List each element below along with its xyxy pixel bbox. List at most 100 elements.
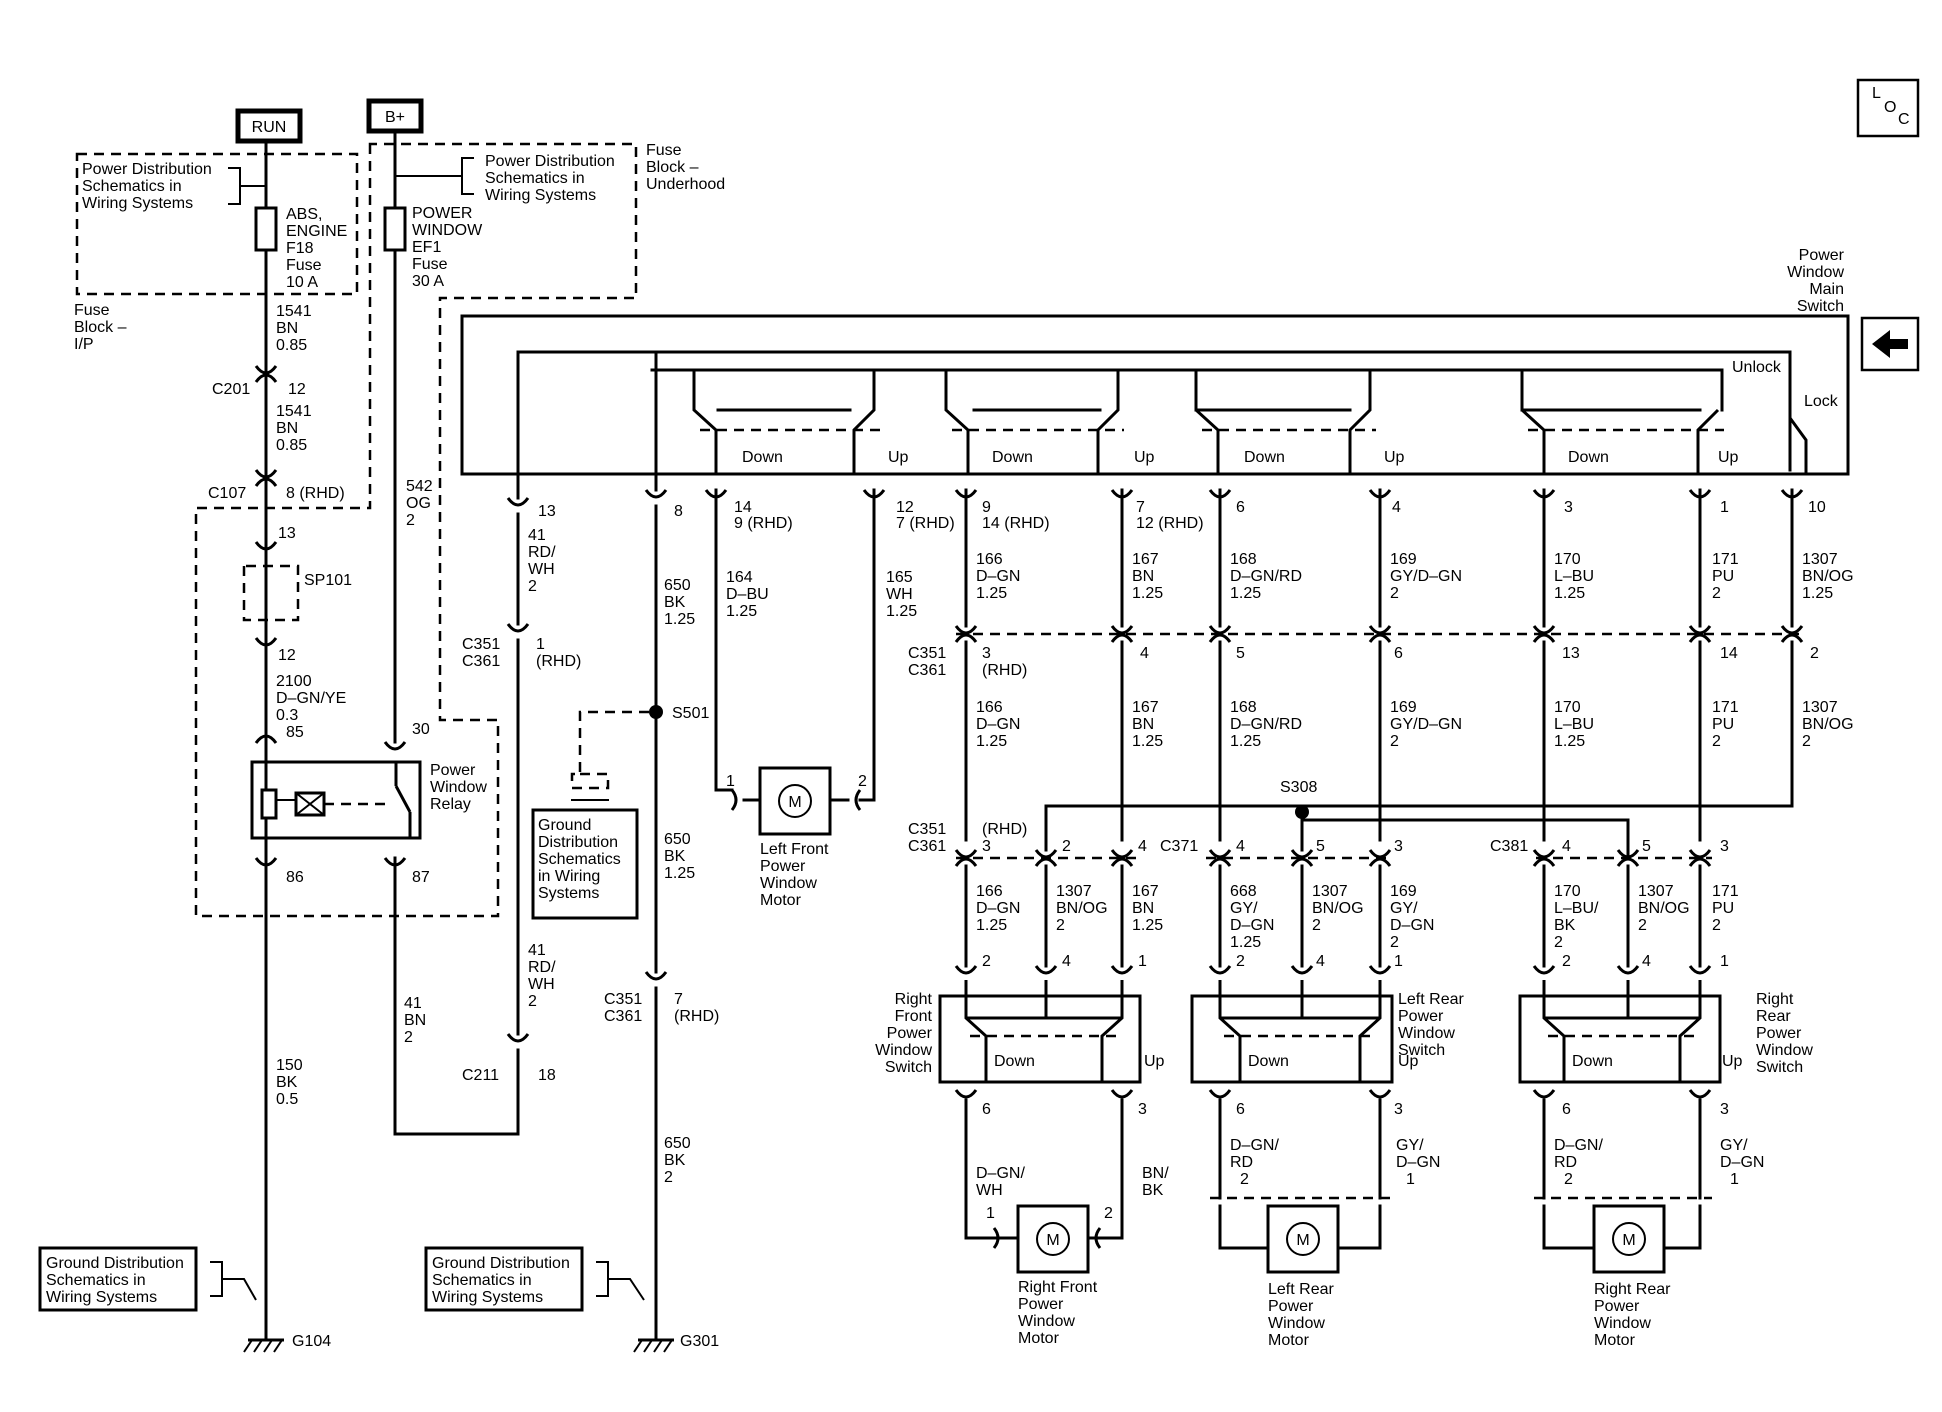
svg-text:3: 3	[982, 838, 991, 855]
svg-text:D–GN: D–GN	[1720, 1154, 1764, 1171]
main-switch-title: Power Window Main Switch	[1787, 247, 1845, 315]
svg-text:POWER: POWER	[412, 205, 472, 222]
main-pin-8: 8	[674, 503, 683, 520]
svg-text:1.25: 1.25	[1132, 733, 1163, 750]
svg-text:5: 5	[1236, 645, 1245, 662]
svg-text:WINDOW: WINDOW	[412, 222, 483, 239]
svg-text:Window: Window	[1268, 1315, 1325, 1332]
svg-text:12 (RHD): 12 (RHD)	[1136, 515, 1204, 532]
svg-text:C361: C361	[462, 653, 500, 670]
svg-text:4: 4	[1392, 499, 1401, 516]
svg-text:BK: BK	[664, 594, 686, 611]
svg-text:Left Rear: Left Rear	[1268, 1281, 1334, 1298]
svg-text:D–GN: D–GN	[1390, 917, 1434, 934]
svg-text:Block –: Block –	[646, 159, 699, 176]
right-front-motor: M	[964, 1204, 1124, 1274]
svg-text:41: 41	[528, 942, 546, 959]
svg-text:PU: PU	[1712, 568, 1734, 585]
svg-text:I/P: I/P	[74, 336, 94, 353]
svg-text:Fuse: Fuse	[286, 257, 322, 274]
svg-text:1541: 1541	[276, 303, 312, 320]
svg-text:Up: Up	[1384, 449, 1405, 466]
svg-text:1541: 1541	[276, 403, 312, 420]
svg-text:BN/OG: BN/OG	[1802, 716, 1854, 733]
svg-text:14: 14	[734, 499, 752, 516]
svg-text:Relay: Relay	[430, 796, 471, 813]
svg-text:2: 2	[1564, 1171, 1573, 1188]
svg-text:Fuse: Fuse	[646, 142, 682, 159]
fuse-ef1-label: POWER WINDOW EF1 Fuse 30 A	[412, 205, 483, 290]
sp101-label: SP101	[304, 572, 352, 589]
svg-text:3: 3	[982, 645, 991, 662]
svg-text:Up: Up	[1398, 1053, 1419, 1070]
svg-text:L–BU: L–BU	[1554, 568, 1594, 585]
svg-text:169: 169	[1390, 551, 1417, 568]
svg-text:C: C	[1898, 111, 1910, 128]
main-switch-contacts	[692, 370, 1808, 474]
right-front-switch-label: Right Front Power Window Switch	[875, 991, 933, 1076]
wire-41-rdwh-a: 41 RD/ WH 2	[528, 527, 556, 595]
svg-text:ENGINE: ENGINE	[286, 223, 347, 240]
svg-text:D–GN/YE: D–GN/YE	[276, 690, 346, 707]
wire-2100: 2100 D–GN/YE 0.3	[276, 673, 346, 724]
svg-text:3: 3	[1394, 838, 1403, 855]
svg-text:BN: BN	[1132, 716, 1154, 733]
svg-text:2: 2	[1712, 733, 1721, 750]
svg-text:D–GN: D–GN	[1396, 1154, 1440, 1171]
svg-text:Switch: Switch	[1797, 298, 1844, 315]
svg-text:C361: C361	[604, 1008, 642, 1025]
fuse-f18-label: ABS, ENGINE F18 Fuse 10 A	[286, 206, 347, 291]
svg-text:3: 3	[1394, 1101, 1403, 1118]
ground-g301: G301	[633, 1333, 719, 1353]
svg-text:D–GN: D–GN	[976, 716, 1020, 733]
svg-text:2: 2	[1390, 733, 1399, 750]
svg-text:D–GN: D–GN	[1230, 917, 1274, 934]
right-rear-motor: M	[1534, 1196, 1712, 1274]
svg-text:2: 2	[1712, 585, 1721, 602]
svg-text:Right Front: Right Front	[1018, 1279, 1098, 1296]
svg-text:650: 650	[664, 577, 691, 594]
right-front-motor-label: Right Front Power Window Motor	[1018, 1279, 1098, 1347]
svg-text:9 (RHD): 9 (RHD)	[734, 515, 793, 532]
svg-text:6: 6	[1236, 499, 1245, 516]
wire-150: 150 BK 0.5	[276, 1057, 303, 1108]
svg-text:12: 12	[896, 499, 914, 516]
svg-text:Power: Power	[430, 762, 476, 779]
svg-text:2: 2	[1056, 917, 1065, 934]
svg-text:D–GN/: D–GN/	[1230, 1137, 1279, 1154]
svg-text:Motor: Motor	[760, 892, 802, 909]
svg-text:Power: Power	[887, 1025, 933, 1042]
svg-text:169: 169	[1390, 883, 1417, 900]
svg-text:L–BU/: L–BU/	[1554, 900, 1599, 917]
svg-text:D–GN: D–GN	[976, 900, 1020, 917]
svg-text:1.25: 1.25	[976, 733, 1007, 750]
wire-650-b: 650 BK 1.25	[664, 831, 695, 882]
svg-text:Ground Distribution: Ground Distribution	[432, 1255, 570, 1272]
svg-text:Ground: Ground	[538, 817, 591, 834]
svg-text:14: 14	[1720, 645, 1738, 662]
svg-text:2: 2	[664, 1169, 673, 1186]
svg-text:L: L	[1872, 85, 1881, 102]
left-rear-motor-label: Left Rear Power Window Motor	[1268, 1281, 1334, 1349]
svg-text:Motor: Motor	[1268, 1332, 1310, 1349]
svg-text:Window: Window	[430, 779, 487, 796]
svg-text:0.85: 0.85	[276, 437, 307, 454]
s501-label: S501	[672, 705, 709, 722]
svg-text:L–BU: L–BU	[1554, 716, 1594, 733]
svg-text:13: 13	[1562, 645, 1580, 662]
svg-text:Down: Down	[1248, 1053, 1289, 1070]
svg-text:BN: BN	[276, 420, 298, 437]
svg-text:WH: WH	[886, 586, 913, 603]
left-arrow-icon	[1860, 316, 1920, 372]
c107-pin: 8 (RHD)	[286, 485, 345, 502]
svg-text:Power Distribution: Power Distribution	[82, 161, 212, 178]
pd-ref-2: Power Distribution Schematics in Wiring …	[394, 153, 615, 204]
svg-text:GY/: GY/	[1230, 900, 1258, 917]
